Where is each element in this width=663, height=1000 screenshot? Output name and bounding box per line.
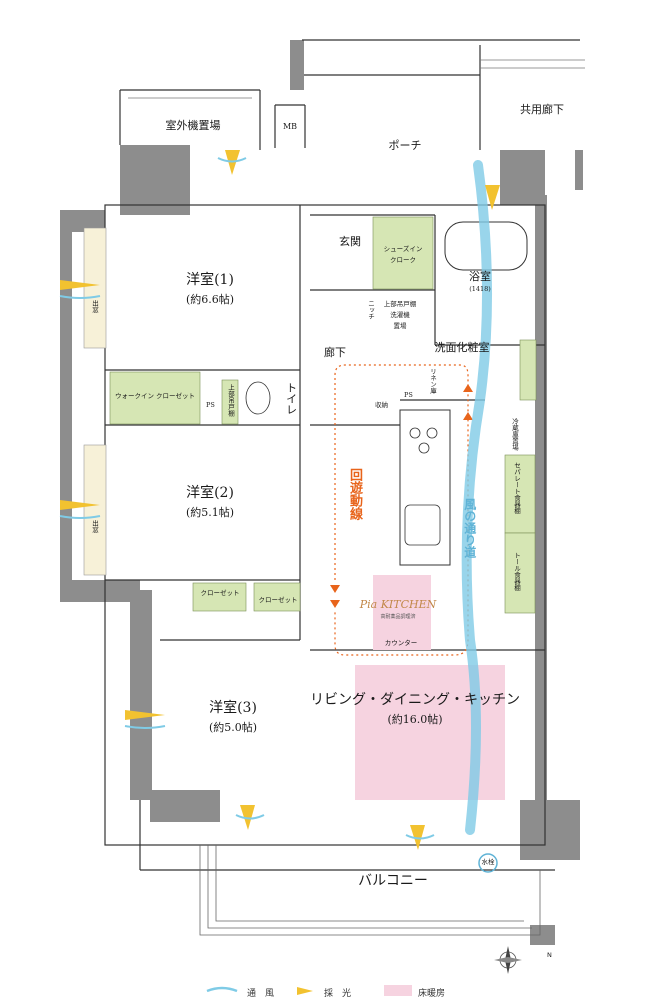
sink-shape bbox=[404, 504, 441, 546]
upper-cabinet-label-1: 上部吊戸棚 bbox=[383, 300, 417, 308]
compass-icon bbox=[494, 946, 522, 974]
faucet-mark bbox=[478, 853, 498, 873]
closet-b-label: クローゼット bbox=[258, 596, 298, 604]
western1-name: 洋室(1) bbox=[186, 272, 234, 288]
bay-window-2 bbox=[83, 444, 107, 576]
circulation-arrows bbox=[330, 384, 473, 608]
legend-light-icon bbox=[297, 987, 313, 995]
toilet-shelf-label: 上部吊戸棚 bbox=[226, 384, 235, 417]
hallway-label: 廊下 bbox=[324, 346, 346, 359]
common-corridor-label: 共用廊下 bbox=[520, 103, 564, 116]
western2-name: 洋室(2) bbox=[186, 485, 234, 501]
niche-label: ニッチ bbox=[366, 300, 375, 320]
legend-vent-icon bbox=[206, 986, 238, 993]
bay-window1-label: 出窓 bbox=[90, 300, 99, 313]
fridge-label: 冷蔵庫置場 bbox=[510, 418, 519, 451]
closet-a-label: クローゼット bbox=[200, 589, 240, 597]
western2-size: (約5.1帖) bbox=[185, 506, 235, 519]
wind-path bbox=[461, 160, 492, 835]
shoes-closet-label-2: クローク bbox=[390, 256, 416, 264]
tall-cabinet-label: トール食器棚 bbox=[512, 552, 521, 591]
shoes-closet-label-1: シューズイン bbox=[383, 245, 423, 253]
storage-areas bbox=[109, 216, 537, 614]
ldk-name: リビング・ダイニング・キッチン bbox=[310, 692, 520, 708]
outdoor-unit-label: 室外機置場 bbox=[165, 119, 221, 132]
circulation-label: 回遊動線 bbox=[346, 468, 362, 520]
balcony-label: バルコニー bbox=[358, 873, 428, 889]
balcony-rail bbox=[199, 845, 541, 936]
floor-heating-counter bbox=[373, 575, 431, 650]
legend-light-label: 採 光 bbox=[324, 989, 352, 999]
ps2-label: PS bbox=[404, 391, 413, 399]
porch-rail bbox=[128, 59, 585, 99]
wind-path-label: 風の通り道 bbox=[462, 498, 477, 558]
western1-size: (約6.6帖) bbox=[185, 293, 235, 306]
toilet-bowl bbox=[245, 381, 271, 415]
bath-label: 浴室 bbox=[469, 270, 491, 283]
faucet-label: 水栓 bbox=[481, 858, 495, 866]
western3-size: (約5.0帖) bbox=[208, 721, 258, 734]
bay-window2-label: 出窓 bbox=[90, 520, 99, 533]
upper-cabinet-label-3: 置場 bbox=[393, 322, 407, 330]
legend-vent-label: 通 風 bbox=[247, 989, 275, 999]
entrance-label: 玄関 bbox=[339, 235, 361, 248]
counter-label: カウンター bbox=[384, 639, 418, 647]
circulation-path bbox=[334, 364, 469, 656]
legend-heat-label: 床暖房 bbox=[418, 989, 446, 999]
ldk-size: (約16.0帖) bbox=[387, 713, 443, 726]
upper-cabinet-label-2: 洗濯機 bbox=[390, 311, 410, 319]
toilet-label: トイレ bbox=[284, 382, 298, 415]
porch-label: ポーチ bbox=[388, 139, 422, 152]
walkin-closet-label: ウォークイン クローゼット bbox=[114, 392, 196, 400]
separate-cabinet-label: セパレート食器棚 bbox=[512, 462, 521, 514]
pia-kitchen-logo: Pia KITCHEN 高耐薬品調理済 bbox=[359, 598, 437, 620]
western3-name: 洋室(3) bbox=[209, 700, 257, 716]
mb-label: MB bbox=[282, 122, 298, 131]
floor-heating-ldk bbox=[355, 665, 505, 800]
linen-label: リネン庫 bbox=[428, 368, 437, 394]
legend-heat-icon bbox=[384, 985, 412, 996]
ps1-label: PS bbox=[206, 401, 215, 409]
exterior-walls bbox=[60, 40, 583, 945]
vent-marks bbox=[59, 157, 435, 840]
bay-window-1 bbox=[83, 227, 107, 349]
washroom-label: 洗面化粧室 bbox=[434, 341, 490, 354]
kitchen-counter-shape bbox=[399, 409, 451, 566]
bath-size-label: (1418) bbox=[469, 285, 491, 293]
compass-north-label: N bbox=[547, 951, 552, 959]
storage-label: 収納 bbox=[375, 401, 388, 409]
